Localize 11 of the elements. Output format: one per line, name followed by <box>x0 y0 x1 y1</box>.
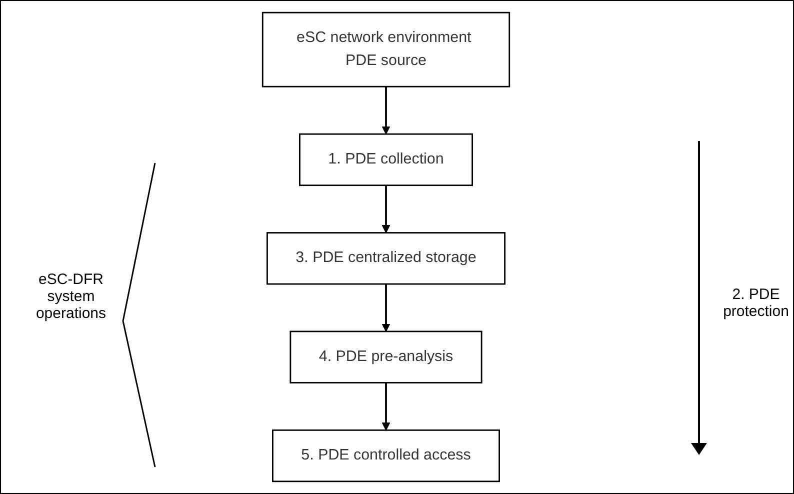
side-label: 2. PDE protection <box>722 286 790 320</box>
node-box: 3. PDE centralized storage <box>266 232 506 285</box>
node-box: 5. PDE controlled access <box>272 429 500 482</box>
arrow <box>382 382 390 431</box>
node-box: 4. PDE pre-analysis <box>290 330 482 384</box>
node-box: eSC network environment PDE source <box>262 12 510 88</box>
side-label: eSC-DFR system operations <box>34 271 108 322</box>
arrow <box>382 185 390 234</box>
arrow <box>382 86 390 134</box>
arrow <box>382 284 390 332</box>
node-box: 1. PDE collection <box>299 133 473 186</box>
